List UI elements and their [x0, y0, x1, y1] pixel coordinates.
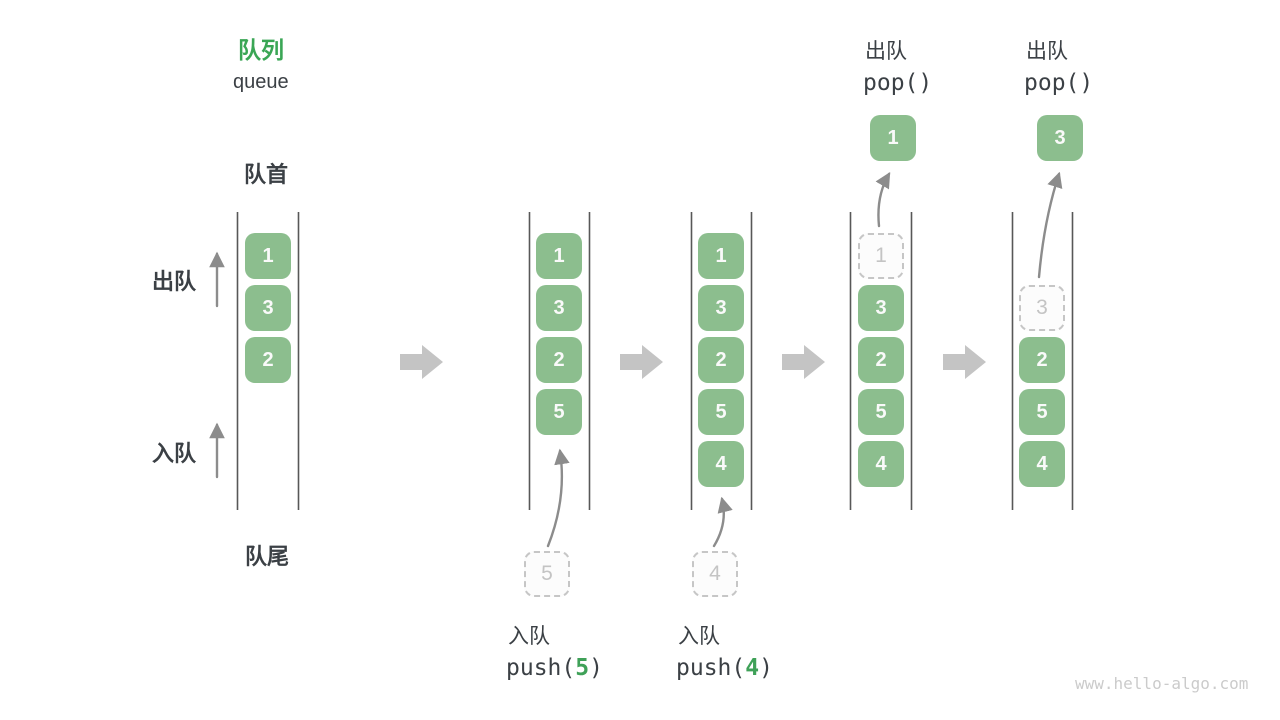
removed-box: 1 — [858, 233, 904, 279]
step-arrow-icons — [400, 345, 986, 379]
right-arrow-icon — [620, 345, 663, 379]
push4-fn-suffix: ) — [759, 655, 773, 681]
queue-box: 4 — [698, 441, 744, 487]
diagram-title-zh: 队列 — [238, 37, 284, 63]
dequeue-side-label: 出队 — [152, 269, 197, 294]
queue-box: 4 — [1019, 441, 1065, 487]
pop1-op-label: 出队 — [865, 40, 907, 63]
queue-box: 1 — [698, 233, 744, 279]
push5-fn-prefix: push( — [506, 655, 576, 681]
queue-box: 2 — [858, 337, 904, 383]
push5-fn-arg: 5 — [575, 655, 590, 681]
queue-box: 5 — [536, 389, 582, 435]
queue-box: 2 — [1019, 337, 1065, 383]
popped-box: 3 — [1037, 115, 1083, 161]
right-arrow-icon — [782, 345, 825, 379]
push5-arrow-icon — [546, 448, 570, 548]
enqueue-side-label: 入队 — [152, 441, 197, 466]
queue-box: 3 — [698, 285, 744, 331]
queue-box: 3 — [536, 285, 582, 331]
right-arrow-icon — [943, 345, 986, 379]
push4-op-call: push(4) — [676, 655, 773, 681]
queue-box: 2 — [698, 337, 744, 383]
queue-box: 3 — [245, 285, 291, 331]
pop1-arrow-icon — [875, 171, 891, 228]
popped-box: 1 — [870, 115, 916, 161]
pop2-arrow-icon — [1037, 171, 1063, 279]
right-arrow-icon — [400, 345, 443, 379]
queue-box: 2 — [536, 337, 582, 383]
site-watermark: www.hello-algo.com — [1075, 674, 1249, 693]
pop2-op-label: 出队 — [1026, 40, 1068, 63]
push5-op-label: 入队 — [508, 625, 550, 648]
push4-fn-prefix: push( — [676, 655, 746, 681]
queue-box: 5 — [858, 389, 904, 435]
queue-box: 5 — [698, 389, 744, 435]
incoming-box: 5 — [524, 551, 570, 597]
incoming-box: 4 — [692, 551, 738, 597]
pop2-op-call: pop() — [1024, 70, 1094, 96]
push5-op-call: push(5) — [506, 655, 603, 681]
push4-fn-arg: 4 — [745, 655, 760, 681]
pop1-op-call: pop() — [863, 70, 933, 96]
removed-box: 3 — [1019, 285, 1065, 331]
queue-walls — [236, 212, 1074, 510]
queue-box: 2 — [245, 337, 291, 383]
push5-fn-suffix: ) — [589, 655, 603, 681]
diagram-title-en: queue — [233, 71, 289, 93]
queue-rear-label: 队尾 — [245, 544, 290, 569]
push4-arrow-icon — [712, 496, 733, 548]
queue-box: 1 — [536, 233, 582, 279]
queue-box: 4 — [858, 441, 904, 487]
queue-box: 3 — [858, 285, 904, 331]
push4-op-label: 入队 — [678, 625, 720, 648]
queue-box: 5 — [1019, 389, 1065, 435]
queue-box: 1 — [245, 233, 291, 279]
queue-front-label: 队首 — [244, 162, 289, 187]
